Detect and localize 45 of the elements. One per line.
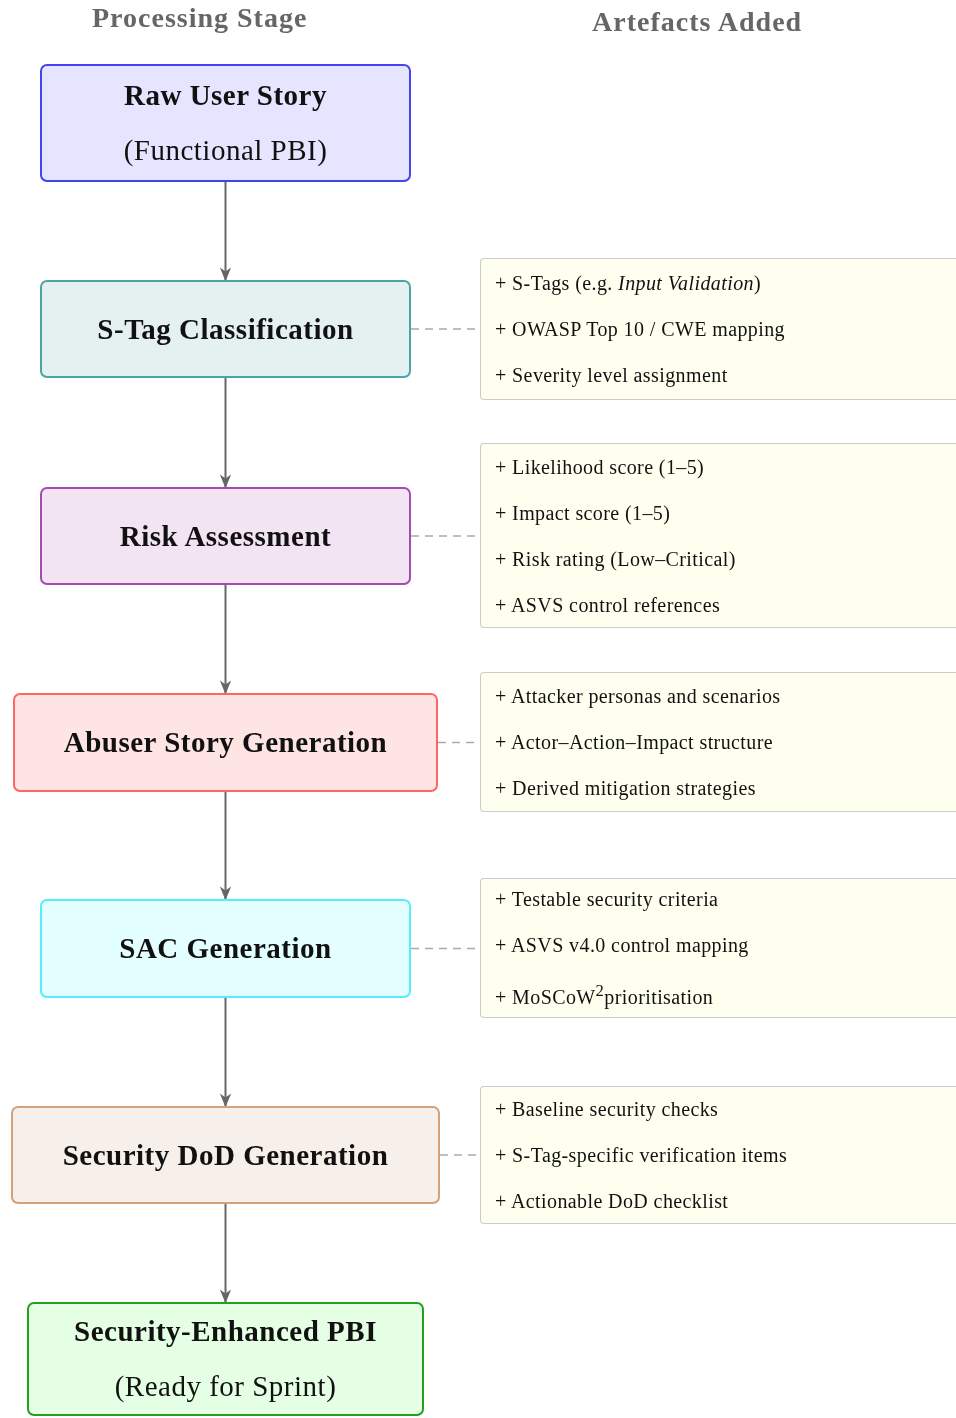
artefact-item: + S-Tags (e.g. Input Validation)	[495, 271, 761, 297]
process-box	[13, 693, 438, 792]
arrow	[219, 377, 232, 489]
artefact-item: + Likelihood score (1–5)	[495, 454, 705, 481]
artefact-item: + Severity level assignment	[495, 363, 728, 389]
process-box	[40, 64, 411, 182]
artefact-item: + S-Tag-specific verification items	[495, 1143, 788, 1169]
stage-title: S-Tag Classification	[97, 312, 354, 346]
column-heading: Processing Stage	[92, 2, 308, 34]
artefact-list-box	[480, 672, 956, 812]
artefact-list-box	[480, 878, 956, 1018]
artefact-item: + Actionable DoD checklist	[495, 1189, 729, 1214]
artefact-item: + OWASP Top 10 / CWE mapping	[495, 317, 785, 343]
stage-title: Abuser Story Generation	[63, 726, 388, 759]
artefact-list-box	[480, 443, 956, 628]
artefact-item: + Actor–Action–Impact structure	[495, 730, 774, 756]
stage-subtitle: (Functional PBI)	[123, 134, 328, 167]
arrow	[219, 181, 232, 282]
stage-title: SAC Generation	[119, 932, 332, 965]
artefact-list-box	[480, 1086, 956, 1224]
arrow	[219, 997, 232, 1108]
process-box	[40, 899, 411, 998]
artefact-item: + Risk rating (Low–Critical)	[495, 546, 736, 573]
process-box	[11, 1106, 440, 1204]
artefact-item: + Baseline security checks	[495, 1097, 719, 1123]
artefact-item: + Impact score (1–5)	[495, 500, 671, 527]
column-heading: Artefacts Added	[592, 6, 803, 38]
artefact-item: + MoSCoW$^{2}$prioritisation	[495, 980, 714, 1011]
process-box	[27, 1302, 424, 1416]
arrow	[219, 1203, 232, 1304]
process-box	[40, 487, 411, 585]
process-box	[40, 280, 411, 378]
arrow	[219, 584, 232, 695]
stage-title: Risk Assessment	[119, 519, 332, 553]
artefact-item: + ASVS v4.0 control mapping	[495, 933, 749, 959]
artefact-item: + Attacker personas and scenarios	[495, 684, 781, 710]
artefact-item: + Testable security criteria	[495, 887, 719, 913]
artefact-item: + Derived mitigation strategies	[495, 776, 756, 802]
stage-title: Security DoD Generation	[62, 1138, 389, 1172]
stage-subtitle: (Ready for Sprint)	[114, 1370, 337, 1403]
arrow	[219, 791, 232, 901]
artefact-list-box	[480, 258, 956, 400]
artefact-item: + ASVS control references	[495, 592, 721, 618]
stage-title: Security-Enhanced PBI	[74, 1315, 377, 1348]
stage-title: Raw User Story	[124, 79, 327, 112]
